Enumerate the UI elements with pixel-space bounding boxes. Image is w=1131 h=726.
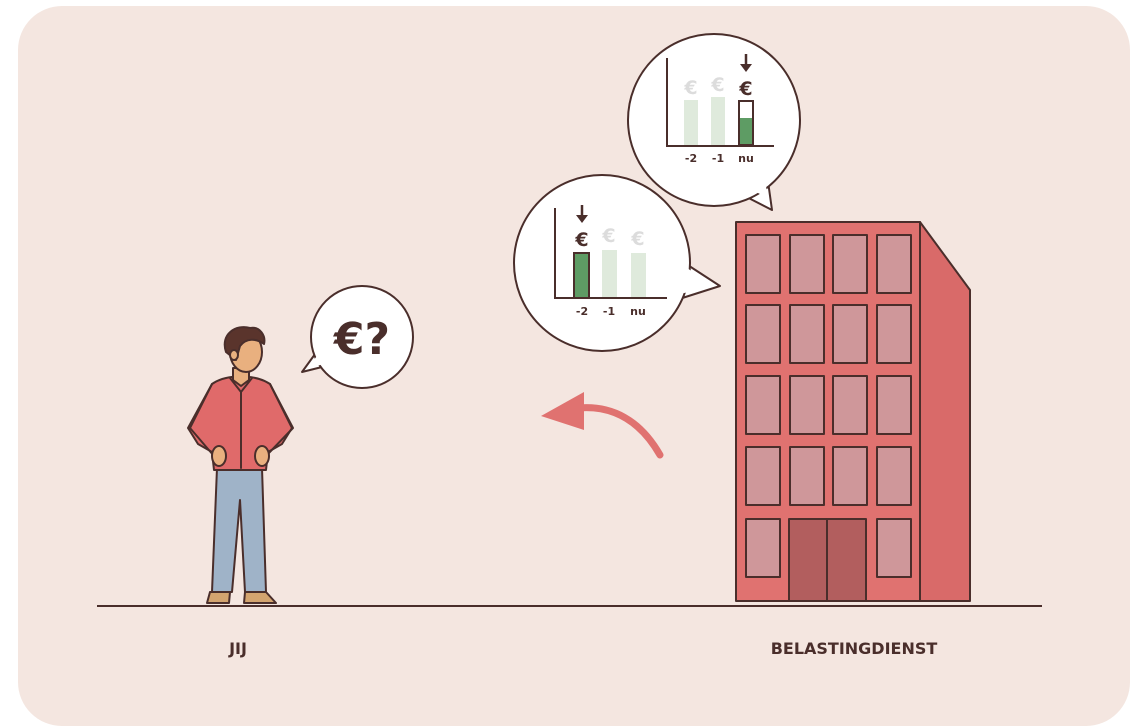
tick-nu: nu xyxy=(738,152,754,165)
tick-minus-1: -1 xyxy=(603,305,615,318)
building-window xyxy=(832,446,868,506)
speech-bubble-current-year: € € € -2 -1 nu xyxy=(627,33,801,211)
building-window xyxy=(745,304,781,364)
euro-question-text: €? xyxy=(333,314,390,365)
building-door xyxy=(788,518,867,602)
curved-arrow-icon xyxy=(541,392,664,459)
building-window xyxy=(789,234,825,294)
euro-faded-2: € xyxy=(630,228,644,250)
bar-minus-1 xyxy=(602,250,617,297)
building-window xyxy=(745,446,781,506)
person-label: JIJ xyxy=(228,639,247,658)
bar-nu-fill xyxy=(740,118,752,144)
left-arm xyxy=(189,383,215,457)
building-window xyxy=(876,304,912,364)
jeans xyxy=(211,467,267,593)
building-window xyxy=(789,446,825,506)
bar-minus-2 xyxy=(684,100,698,145)
bar-nu xyxy=(631,253,646,297)
bar-minus-1 xyxy=(711,97,725,145)
bar-minus-2 xyxy=(573,252,590,299)
building-window xyxy=(832,304,868,364)
tax-office-building xyxy=(735,221,971,602)
building-window xyxy=(876,234,912,294)
building-window xyxy=(789,304,825,364)
building-window xyxy=(876,518,912,578)
euro-faded-1: € xyxy=(683,77,697,99)
tick-minus-2: -2 xyxy=(576,305,588,318)
right-hand xyxy=(254,445,270,467)
euro-faded-1: € xyxy=(601,225,615,247)
speech-bubble-question: €? xyxy=(301,285,414,389)
building-window xyxy=(789,375,825,435)
building-window xyxy=(876,446,912,506)
chart-axes xyxy=(554,208,667,299)
building-window xyxy=(876,375,912,435)
building-window xyxy=(745,518,781,578)
tick-nu: nu xyxy=(630,305,646,318)
down-arrow-icon xyxy=(576,205,588,223)
left-shoe xyxy=(206,591,231,604)
building-windows xyxy=(745,234,912,578)
right-arm xyxy=(265,383,294,457)
euro-faded-2: € xyxy=(710,74,724,96)
down-arrow-icon xyxy=(740,54,752,72)
building-side xyxy=(919,221,971,602)
tick-minus-1: -1 xyxy=(712,152,724,165)
building-window xyxy=(832,234,868,294)
building-window xyxy=(832,375,868,435)
speech-bubble-past-year: € € € -2 -1 nu xyxy=(513,174,721,352)
building-window xyxy=(745,234,781,294)
person-figure xyxy=(187,326,294,604)
building-window xyxy=(745,375,781,435)
euro-active: € xyxy=(738,78,752,100)
tick-minus-2: -2 xyxy=(685,152,697,165)
right-shoe xyxy=(243,591,277,604)
euro-active: € xyxy=(574,229,588,251)
left-hand xyxy=(211,445,227,467)
tax-office-label: BELASTINGDIENST xyxy=(771,639,938,658)
